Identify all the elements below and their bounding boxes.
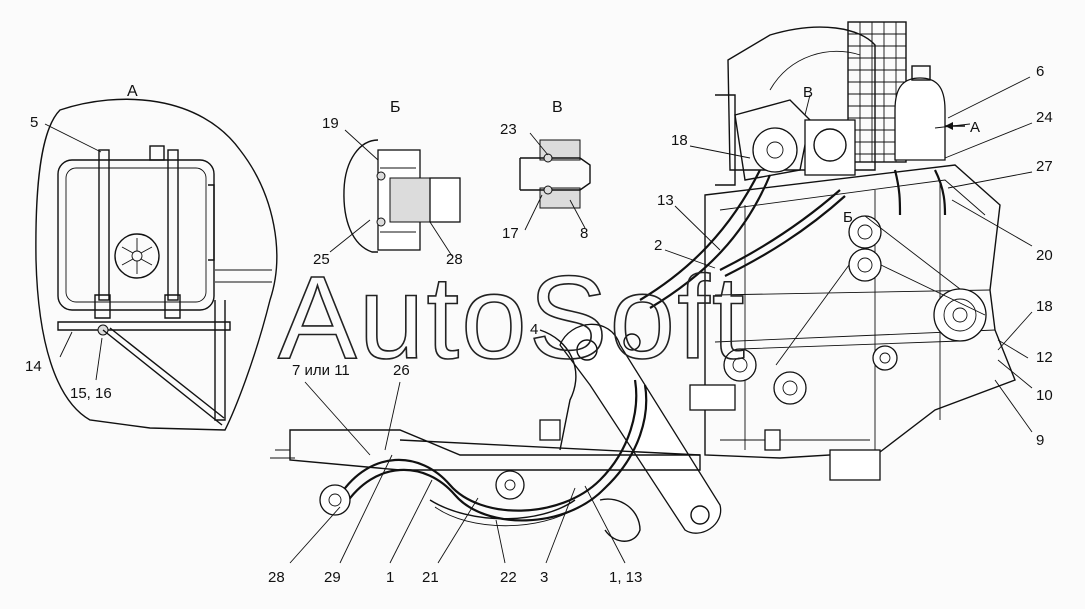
callout-10: 10 — [1036, 387, 1053, 404]
callout-18-top: 18 — [671, 132, 688, 149]
callout-28: 28 — [268, 569, 285, 586]
callout-19: 19 — [322, 115, 339, 132]
callout-2: 2 — [654, 237, 662, 254]
main-assembly — [270, 21, 1033, 564]
callout-20: 20 — [1036, 247, 1053, 264]
view-b-detail — [329, 129, 461, 257]
callout-1-13: 1, 13 — [609, 569, 642, 586]
callout-8: 8 — [580, 225, 588, 242]
arrow-a-label: А — [970, 119, 980, 136]
callout-17: 17 — [502, 225, 519, 242]
callout-25: 25 — [313, 251, 330, 268]
callout-28-b: 28 — [446, 251, 463, 268]
callout-5: 5 — [30, 114, 38, 131]
callout-29: 29 — [324, 569, 341, 586]
section-b-label: Б — [843, 209, 853, 226]
view-v-detail — [519, 132, 591, 231]
callout-4: 4 — [530, 321, 538, 338]
callout-15-16: 15, 16 — [70, 385, 112, 402]
view-a-title: А — [127, 83, 138, 100]
filter-mesh — [847, 21, 907, 163]
view-b-title: Б — [390, 99, 401, 116]
callout-21: 21 — [422, 569, 439, 586]
callout-24: 24 — [1036, 109, 1053, 126]
callout-6: 6 — [1036, 63, 1044, 80]
callout-18-right: 18 — [1036, 298, 1053, 315]
callout-7-or-11: 7 или 11 — [292, 362, 350, 379]
callout-14: 14 — [25, 358, 42, 375]
callout-12: 12 — [1036, 349, 1053, 366]
callout-26: 26 — [393, 362, 410, 379]
callout-22: 22 — [500, 569, 517, 586]
callout-9: 9 — [1036, 432, 1044, 449]
view-a-detail — [35, 98, 278, 431]
section-v-label: В — [803, 84, 813, 101]
callout-3: 3 — [540, 569, 548, 586]
callout-1: 1 — [386, 569, 394, 586]
callout-23: 23 — [500, 121, 517, 138]
watermark-text: AutoSoft — [278, 252, 747, 384]
view-v-title: В — [552, 99, 563, 116]
callout-27: 27 — [1036, 158, 1053, 175]
callout-13: 13 — [657, 192, 674, 209]
